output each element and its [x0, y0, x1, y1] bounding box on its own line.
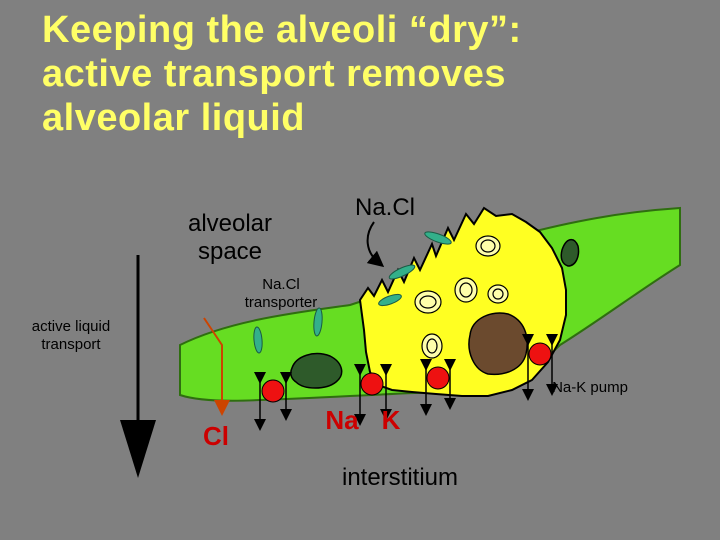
pump-1	[254, 372, 292, 431]
nacl-label: Na.Cl	[354, 194, 415, 221]
green-cell-nucleus-right	[560, 238, 580, 267]
slide-title: Keeping the alveoli “dry”: active transp…	[42, 8, 682, 140]
nacl-transporter-label: Na.Cl transporter	[244, 276, 318, 311]
nacl-droplets	[253, 231, 452, 354]
yellow-cell-nucleus	[468, 312, 528, 376]
pump-4	[522, 334, 558, 401]
title-line-1: Keeping the alveoli “dry”:	[42, 9, 522, 51]
pump-3	[420, 359, 456, 416]
pump-2	[354, 364, 392, 426]
title-line-3: alveolar liquid	[42, 97, 306, 139]
active-liquid-transport-label: active liquid transport	[31, 318, 111, 353]
active-transport-arrow-head	[120, 420, 156, 478]
lamellar-bodies	[414, 235, 509, 359]
na-ion-label: Na	[325, 405, 359, 435]
interstitium-label: interstitium	[341, 464, 459, 491]
cl-arrow	[203, 317, 230, 416]
nacl-arrow	[366, 221, 385, 268]
cl-ion-label: Cl	[203, 421, 229, 451]
alveolar-space-label: alveolar space	[187, 210, 273, 265]
na-k-pumps	[254, 334, 558, 431]
k-ion-label: K	[381, 405, 401, 435]
green-cell-nucleus	[290, 352, 343, 389]
title-line-2: active transport removes	[42, 53, 506, 95]
na-k-pump-label: Na-K pump	[552, 379, 628, 396]
